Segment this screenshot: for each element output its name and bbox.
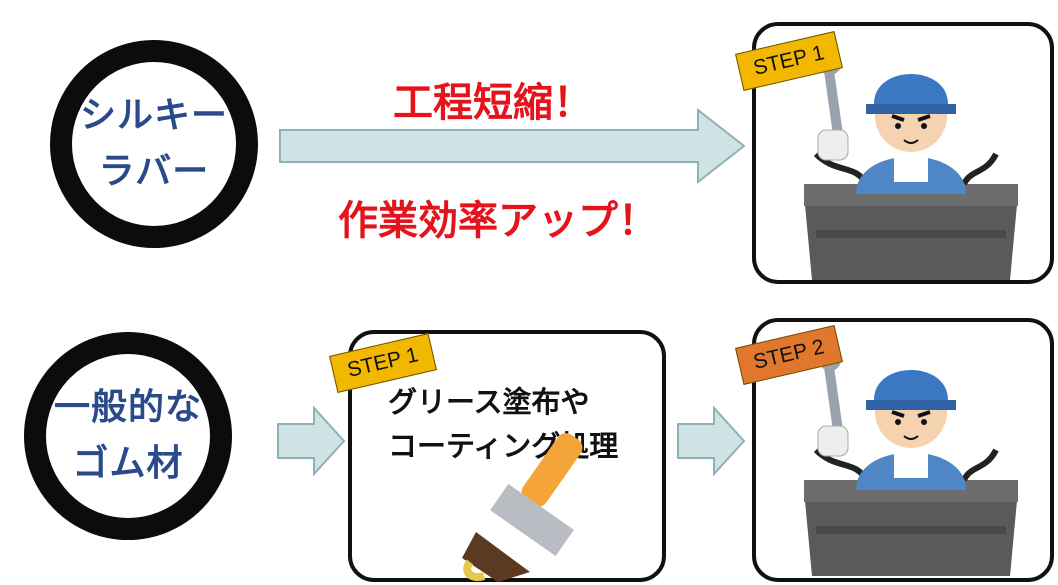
step1-text: グリース塗布や コーティング処理 [388, 380, 618, 468]
short-arrow-1 [277, 405, 346, 477]
benefit-text-efficiency-up: 作業効率アップ！ [338, 198, 658, 244]
long-arrow [279, 107, 746, 185]
top-step1-box [752, 22, 1054, 284]
general-rubber-label-line2: ゴム材 [72, 443, 184, 484]
benefit-text-shorter-process: 工程短縮！ [393, 80, 593, 126]
silky-rubber-label-line2: ラバー [98, 151, 210, 192]
bottom-step1-box: グリース塗布や コーティング処理 [348, 330, 666, 582]
paint-brush-illustration-icon [462, 433, 583, 582]
general-rubber-label-line1: 一般的な [53, 387, 202, 428]
general-rubber-label: 一般的な ゴム材 [54, 380, 202, 492]
silky-rubber-circle: シルキー ラバー [50, 40, 258, 248]
step1-text-line1: グリース塗布や [388, 385, 590, 419]
worker-illustration-icon [804, 53, 1018, 280]
worker-illustration-icon [804, 349, 1018, 576]
silky-rubber-label-line1: シルキー [79, 95, 228, 136]
short-arrow-2 [677, 405, 746, 477]
silky-rubber-label: シルキー ラバー [80, 88, 228, 200]
general-rubber-circle: 一般的な ゴム材 [24, 332, 232, 540]
